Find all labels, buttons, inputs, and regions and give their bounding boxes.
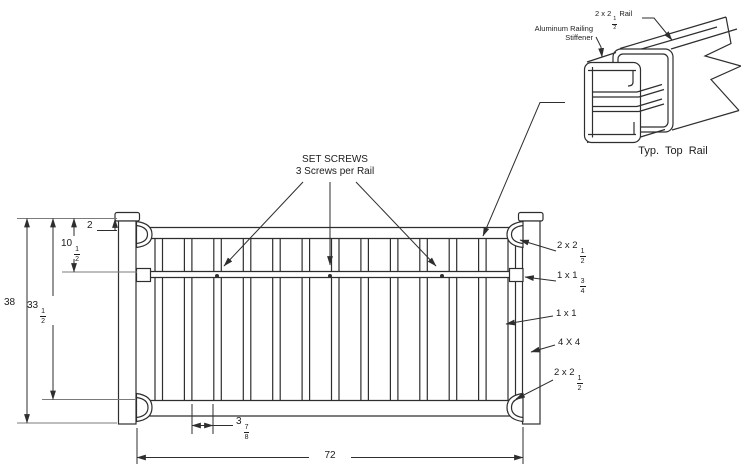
dim-top-rail-height: 2 bbox=[87, 220, 93, 231]
mid-rail-label-leader bbox=[524, 275, 557, 282]
post-label-leader bbox=[530, 344, 556, 353]
break-symbol bbox=[703, 16, 741, 111]
bottom-rail-left-bracket bbox=[135, 392, 153, 423]
detail-stiffener-label-leader bbox=[595, 36, 605, 58]
left-post bbox=[117, 220, 137, 425]
dim-overall-height: 38 bbox=[4, 297, 16, 308]
leader-lines bbox=[223, 17, 673, 400]
label-picket-size: 1 x 1 bbox=[556, 308, 577, 319]
detail-view-leader bbox=[482, 102, 565, 237]
set-screw-leader-right bbox=[355, 181, 437, 267]
dim-overall-width: 72 bbox=[324, 450, 336, 461]
top-rail-detail-drawing bbox=[583, 16, 741, 144]
left-post-cap bbox=[114, 211, 141, 222]
set-screws-callout: SET SCREWS 3 Screws per Rail bbox=[245, 154, 425, 177]
bottom-rail-label-leader bbox=[515, 379, 554, 400]
detail-caption: Typ. Top Rail bbox=[638, 145, 708, 157]
middle-rail-right-plate bbox=[508, 267, 524, 283]
bottom-rail-right-bracket bbox=[506, 392, 524, 423]
label-post-size: 4 X 4 bbox=[558, 337, 581, 348]
right-post bbox=[521, 220, 541, 425]
detail-stiffener-label: Aluminum Railing Stiffener bbox=[534, 24, 593, 42]
dimension-lines-left bbox=[24, 217, 118, 424]
dimension-lines-bottom bbox=[136, 422, 524, 461]
middle-rail bbox=[135, 267, 524, 283]
set-screws-line1: SET SCREWS bbox=[302, 154, 368, 165]
bottom-rail bbox=[135, 392, 524, 423]
top-rail-left-bracket bbox=[135, 220, 153, 249]
stiffener-front-face bbox=[583, 61, 642, 144]
middle-rail-left-plate bbox=[135, 267, 152, 283]
set-screw-leader-left bbox=[223, 181, 304, 267]
set-screws-line2: 3 Screws per Rail bbox=[295, 165, 375, 177]
set-screw-dot bbox=[328, 274, 332, 278]
top-rail-right-bracket bbox=[506, 220, 524, 249]
set-screw-dot bbox=[440, 274, 444, 278]
pickets bbox=[154, 238, 517, 401]
picket-label-leader bbox=[505, 315, 554, 326]
set-screw-dot bbox=[215, 274, 219, 278]
right-post-cap bbox=[517, 211, 544, 222]
detail-rail-label-leader bbox=[642, 17, 673, 41]
top-rail-label-leader bbox=[519, 239, 557, 252]
